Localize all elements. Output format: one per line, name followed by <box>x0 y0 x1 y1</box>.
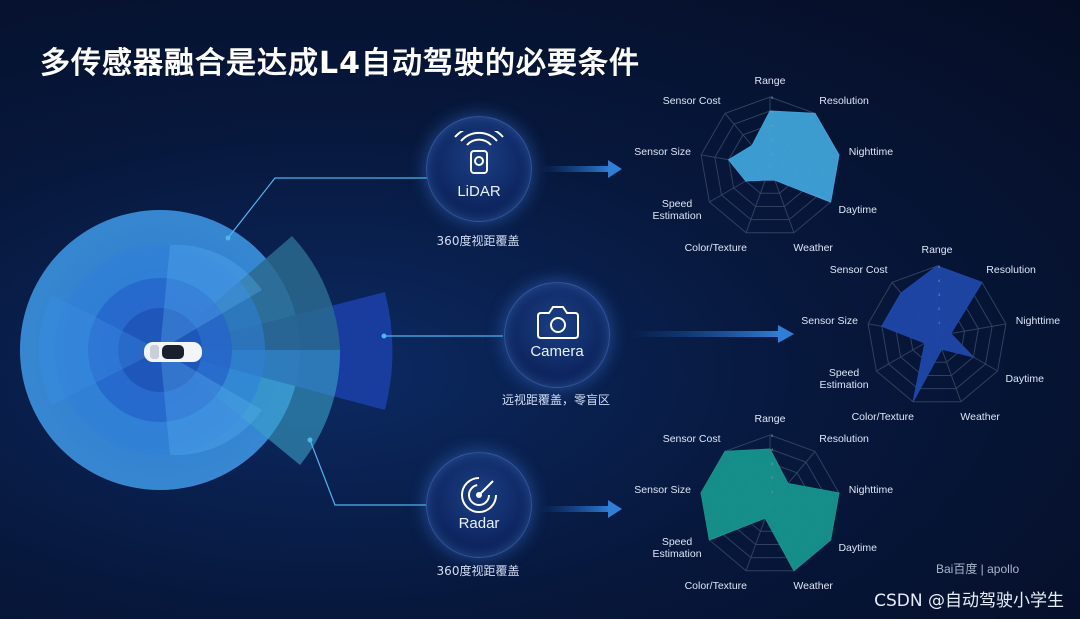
radar-axis-label: Sensor Size <box>634 146 691 159</box>
radar-axis-label: Daytime <box>1005 373 1044 385</box>
radar-sensor-circle: Radar <box>426 452 532 558</box>
radar-label: Radar <box>458 515 500 532</box>
radar-axis-label: Daytime <box>838 542 877 554</box>
radar-tick-label: 5 <box>938 264 941 269</box>
radar-axis-label: Color/Texture <box>684 579 748 592</box>
lidar-sensor-circle: LiDAR <box>426 116 532 222</box>
radar-caption: 360度视距覆盖 <box>436 564 520 578</box>
radar-chart-camera: 1 2 3 4 5 <box>867 264 1007 403</box>
radar-tick-label: 1 <box>771 151 774 156</box>
baidu-apollo-logo: Bai百度 | apollo <box>936 562 1020 576</box>
radar-tick-label: 4 <box>771 447 774 452</box>
radar-axis-label: Sensor Cost <box>829 264 888 277</box>
radar-grid-ring <box>867 265 1007 403</box>
radar-axis-label: Weather <box>960 410 1000 423</box>
radar-tick-label: 4 <box>938 278 941 283</box>
radar-tick-label: 5 <box>771 433 774 438</box>
camera-icon <box>537 306 579 339</box>
radar-axis-label: Resolution <box>986 264 1036 277</box>
car-icon <box>144 342 202 362</box>
radar-axis-label: Weather <box>793 579 833 592</box>
radar-tick-label: 1 <box>771 489 774 494</box>
camera-caption: 远视距覆盖，零盲区 <box>501 393 610 407</box>
radar-axis-label: Weather <box>793 241 833 254</box>
radar-tick-label: 4 <box>771 109 774 114</box>
radar-tick-label: 1 <box>938 320 941 325</box>
page-title: 多传感器融合是达成L4自动驾驶的必要条件 <box>40 46 640 81</box>
camera-arrow <box>630 325 794 343</box>
radar-arrow <box>540 500 622 518</box>
lidar-caption: 360度视距覆盖 <box>436 234 520 248</box>
lidar-arrow <box>540 160 622 178</box>
radar-series-radar <box>700 448 840 572</box>
radar-axis-label: Color/Texture <box>851 410 915 423</box>
lidar-connector <box>227 177 430 239</box>
radar-series-camera <box>881 265 983 403</box>
radar-tick-label: 5 <box>771 95 774 100</box>
radar-axis-label: Range <box>921 244 953 256</box>
radar-tick-label: 2 <box>938 306 941 311</box>
sector-top <box>160 244 262 350</box>
radar-axis-label: Sensor Cost <box>662 433 721 446</box>
radar-tick-label: 2 <box>771 137 774 142</box>
radar-axis-label: Nighttime <box>848 484 894 497</box>
radar-tick-label: 3 <box>771 123 774 128</box>
radar-axis-label: Nighttime <box>848 146 894 159</box>
sector-left <box>38 295 161 405</box>
radar-axis-label: Daytime <box>838 204 877 216</box>
csdn-watermark: CSDN @自动驾驶小学生 <box>874 591 1064 611</box>
radar-axis-label: Resolution <box>819 433 869 446</box>
lidar-label: LiDAR <box>457 183 501 200</box>
radar-axis-label: Sensor Size <box>634 484 691 497</box>
radar-axis-label: Range <box>754 75 786 87</box>
radar-series-lidar <box>727 110 840 203</box>
radar-axis-label: Sensor Size <box>801 315 858 328</box>
radar-axis-label: Range <box>754 413 786 425</box>
lidar-icon <box>454 131 504 174</box>
radar-icon <box>461 477 497 513</box>
radar-axis-label: Color/Texture <box>684 241 748 254</box>
radar-tick-label: 2 <box>771 475 774 480</box>
sector-bottom <box>160 350 262 456</box>
radar-axis-label: Nighttime <box>1015 315 1061 328</box>
radar-chart-radar: 1 2 3 4 5 <box>700 433 840 572</box>
radar-tick-label: 3 <box>771 461 774 466</box>
camera-label: Camera <box>530 343 584 360</box>
radar-axis-label: Resolution <box>819 95 869 108</box>
radar-tick-label: 3 <box>938 292 941 297</box>
camera-sensor-circle: Camera <box>504 282 610 388</box>
radar-connector <box>309 439 430 506</box>
radar-axis-label: Sensor Cost <box>662 95 721 108</box>
radar-charts: 1 2 3 4 5 1 2 3 4 5 1 2 3 4 5 <box>700 95 1007 572</box>
coverage-diagram <box>20 210 393 490</box>
radar-chart-lidar: 1 2 3 4 5 <box>700 95 840 234</box>
